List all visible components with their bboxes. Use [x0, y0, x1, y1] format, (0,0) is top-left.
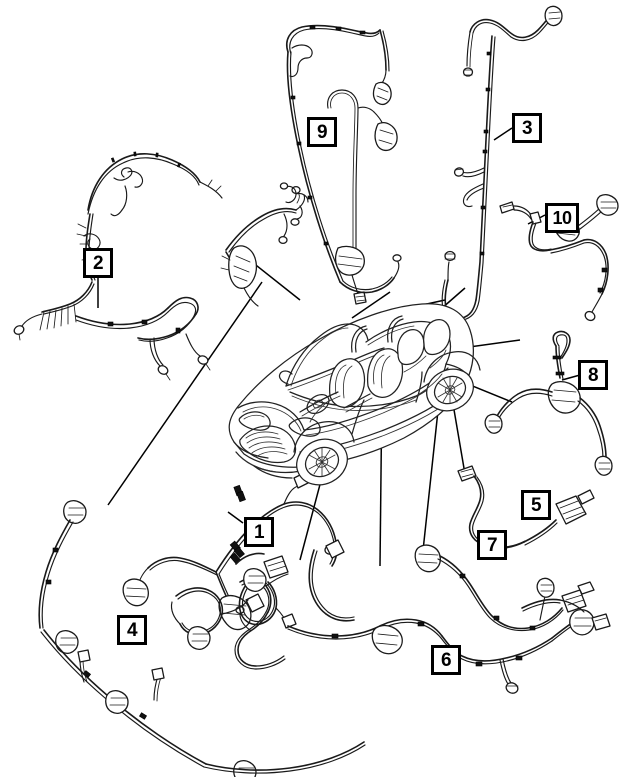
harness-4-underbody	[38, 500, 366, 777]
callout-box-8[interactable]: 8	[578, 360, 608, 390]
callout-box-2[interactable]: 2	[83, 248, 113, 278]
callout-number-10: 10	[552, 208, 572, 228]
callout-box-9[interactable]: 9	[307, 117, 337, 147]
harness-1-sub-branch	[234, 555, 289, 670]
callout-box-10[interactable]: 10	[545, 203, 579, 233]
harness-1-front-end	[122, 471, 345, 631]
callout-box-6[interactable]: 6	[431, 645, 461, 675]
vehicle-pt-cruiser-convertible	[228, 303, 481, 486]
harness-6-right-extension	[521, 598, 585, 613]
harness-2-right-branch	[220, 185, 306, 307]
callout-box-7[interactable]: 7	[477, 530, 507, 560]
callout-box-4[interactable]: 4	[117, 615, 147, 645]
callout-box-5[interactable]: 5	[521, 490, 551, 520]
callout-number-4: 4	[126, 619, 138, 641]
callout-number-7: 7	[486, 534, 498, 556]
harness-2-body-wiring	[13, 151, 223, 381]
callout-number-2: 2	[92, 252, 104, 274]
callout-number-5: 5	[530, 494, 542, 516]
callout-box-1[interactable]: 1	[244, 517, 274, 547]
harness-7-fuel-tank	[414, 544, 595, 632]
harness-4-sub	[170, 587, 249, 650]
callout-box-3[interactable]: 3	[512, 113, 542, 143]
harness-9-convertible-top	[279, 24, 402, 305]
harness-3-a-pillar	[441, 5, 563, 322]
harness-2-pigtails	[39, 303, 77, 331]
harness-6-rear-body	[235, 549, 611, 694]
harness-8-door	[484, 330, 613, 476]
callout-number-3: 3	[521, 117, 533, 139]
callout-number-6: 6	[440, 649, 452, 671]
callout-number-8: 8	[587, 364, 599, 386]
callout-number-9: 9	[316, 121, 328, 143]
callout-number-1: 1	[253, 521, 265, 543]
